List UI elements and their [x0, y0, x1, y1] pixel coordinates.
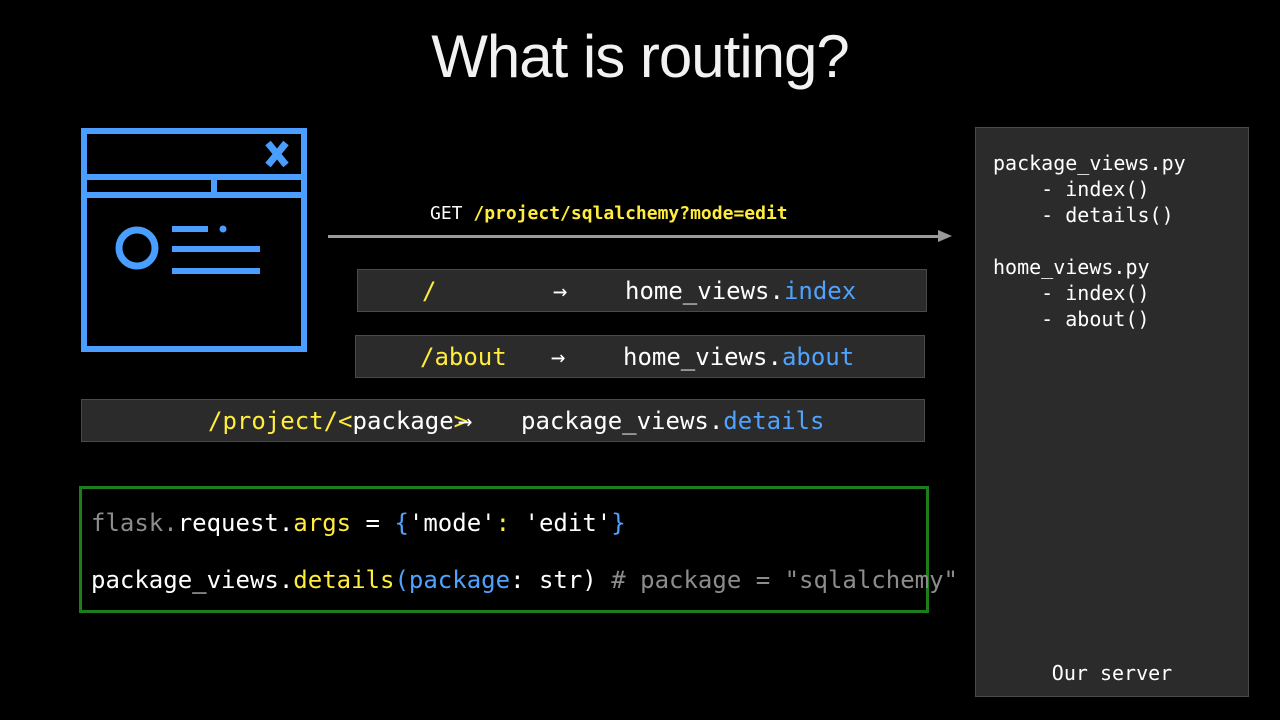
route-function: about: [781, 343, 855, 371]
code-token: =: [351, 509, 395, 537]
server-line: package_views.py: [993, 151, 1186, 175]
route-view: package_views.details: [521, 407, 824, 435]
route-url: /about: [420, 343, 507, 371]
route-arrow: →: [551, 343, 566, 371]
route-arrow: →: [458, 407, 473, 435]
server-label: Our server: [1051, 661, 1173, 685]
code-snippet: flask.request.args = {'mode': 'edit'} pa…: [79, 486, 958, 613]
route-arrow: →: [553, 277, 568, 305]
code-token: 'mode': [408, 509, 496, 537]
code-token: package: [408, 566, 511, 594]
request-method: GET: [430, 203, 463, 224]
route-function: details: [723, 407, 825, 435]
code-token: request.: [177, 509, 294, 537]
code-comment: # package = "sqlalchemy": [611, 566, 958, 594]
request-arrow-line: [328, 235, 940, 238]
route-url-prefix: /project/: [208, 407, 339, 435]
server-panel: package_views.py - index() - details() h…: [975, 127, 1249, 697]
slide-title: What is routing?: [431, 23, 850, 90]
code-line-call: package_views.details(package: str) # pa…: [91, 566, 958, 594]
server-line: - index(): [993, 177, 1150, 201]
route-view: home_views.about: [623, 343, 854, 371]
server-line: - index(): [993, 281, 1150, 305]
code-token: }: [611, 509, 626, 537]
request-path: /project/sqlalchemy?mode=edit: [473, 203, 788, 224]
code-token: :: [495, 509, 525, 537]
code-token: 'edit': [524, 509, 612, 537]
route-row-about: /about → home_views.about: [355, 335, 925, 378]
code-token: package_views.: [91, 566, 294, 594]
server-line: - about(): [993, 307, 1150, 331]
code-token: (: [394, 566, 409, 594]
code-token: : str): [510, 566, 612, 594]
code-token: flask.: [91, 509, 178, 537]
route-module: home_views.: [625, 277, 784, 305]
route-module: package_views.: [521, 407, 724, 435]
code-token: args: [293, 509, 352, 537]
code-token: details: [293, 566, 395, 594]
route-url-param: package: [352, 407, 454, 435]
route-view: home_views.index: [625, 277, 856, 305]
browser-window-icon: [81, 128, 307, 352]
route-row-details: /project/<package> → package_views.detai…: [81, 399, 925, 442]
code-token: {: [394, 509, 409, 537]
server-line: - details(): [993, 203, 1174, 227]
route-function: index: [783, 277, 857, 305]
route-url: /project/<package>: [208, 407, 469, 435]
route-url: /: [422, 277, 437, 305]
request-arrow-head: [938, 230, 952, 242]
route-module: home_views.: [623, 343, 782, 371]
http-request-label: GET /project/sqlalchemy?mode=edit: [430, 203, 788, 224]
server-line: home_views.py: [993, 255, 1150, 279]
route-row-index: / → home_views.index: [357, 269, 927, 312]
code-line-args: flask.request.args = {'mode': 'edit'}: [91, 509, 626, 537]
